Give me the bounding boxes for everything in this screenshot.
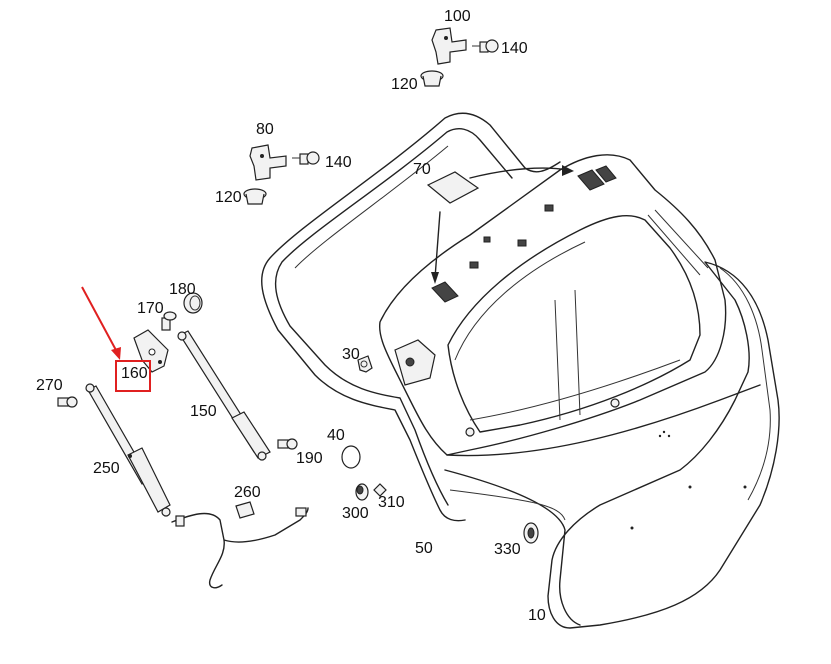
callout-40: 40 <box>327 427 345 444</box>
cap-180 <box>183 292 203 314</box>
hinge-80 <box>249 144 287 181</box>
grommet-40 <box>341 445 361 469</box>
gas-strut-150 <box>177 330 271 461</box>
callout-180: 180 <box>169 281 196 298</box>
gas-strut-250 <box>85 383 171 517</box>
callout-30: 30 <box>342 346 360 363</box>
clip-310 <box>373 483 387 497</box>
bolt-190 <box>277 438 298 450</box>
callout-70: 70 <box>413 161 431 178</box>
callout-260: 260 <box>234 484 261 501</box>
part-70-glass-marker <box>426 165 574 284</box>
callout-120-upper: 120 <box>391 76 418 93</box>
callout-250: 250 <box>93 460 120 477</box>
cover-330 <box>523 522 539 544</box>
bumper-30 <box>357 355 373 373</box>
bolt-140-upper <box>472 39 499 53</box>
callout-160: 160 <box>121 365 148 382</box>
callout-50: 50 <box>415 540 433 557</box>
tailgate-inner-frame <box>378 154 727 456</box>
buffer-300 <box>355 483 369 501</box>
callout-120-lower: 120 <box>215 189 242 206</box>
callout-310: 310 <box>378 494 405 511</box>
tailgate-seal <box>261 112 561 522</box>
callout-150: 150 <box>190 403 217 420</box>
wiring-harness-260 <box>171 501 309 589</box>
callout-80: 80 <box>256 121 274 138</box>
bolt-140-lower <box>292 151 320 165</box>
bolt-270 <box>57 396 78 408</box>
highlight-arrow <box>81 286 121 360</box>
callout-270: 270 <box>36 377 63 394</box>
callout-100: 100 <box>444 8 471 25</box>
callout-10: 10 <box>528 607 546 624</box>
bracket-160 <box>133 329 169 373</box>
callout-140-lower: 140 <box>325 154 352 171</box>
callout-330: 330 <box>494 541 521 558</box>
bolt-170 <box>161 311 177 331</box>
callout-140-upper: 140 <box>501 40 528 57</box>
hinge-100 <box>431 27 467 65</box>
callout-300: 300 <box>342 505 369 522</box>
bushing-120-lower <box>243 188 267 205</box>
callout-160-highlight-box <box>115 360 151 392</box>
callout-170: 170 <box>137 300 164 317</box>
bushing-120-upper <box>420 70 444 87</box>
tailgate-panel <box>444 261 780 629</box>
callout-190: 190 <box>296 450 323 467</box>
